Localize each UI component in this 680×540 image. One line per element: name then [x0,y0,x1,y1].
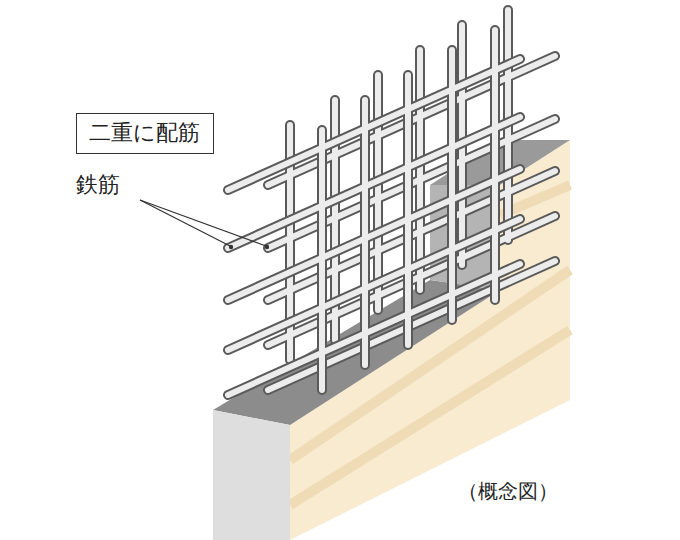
label-box: 二重に配筋 [76,113,214,154]
part-label: 鉄筋 [76,170,120,200]
caption: （概念図） [458,478,558,505]
leader-lines [140,200,269,249]
rebar-front [228,30,520,395]
box-text: 二重に配筋 [89,118,201,148]
wall-front-face [213,410,290,540]
